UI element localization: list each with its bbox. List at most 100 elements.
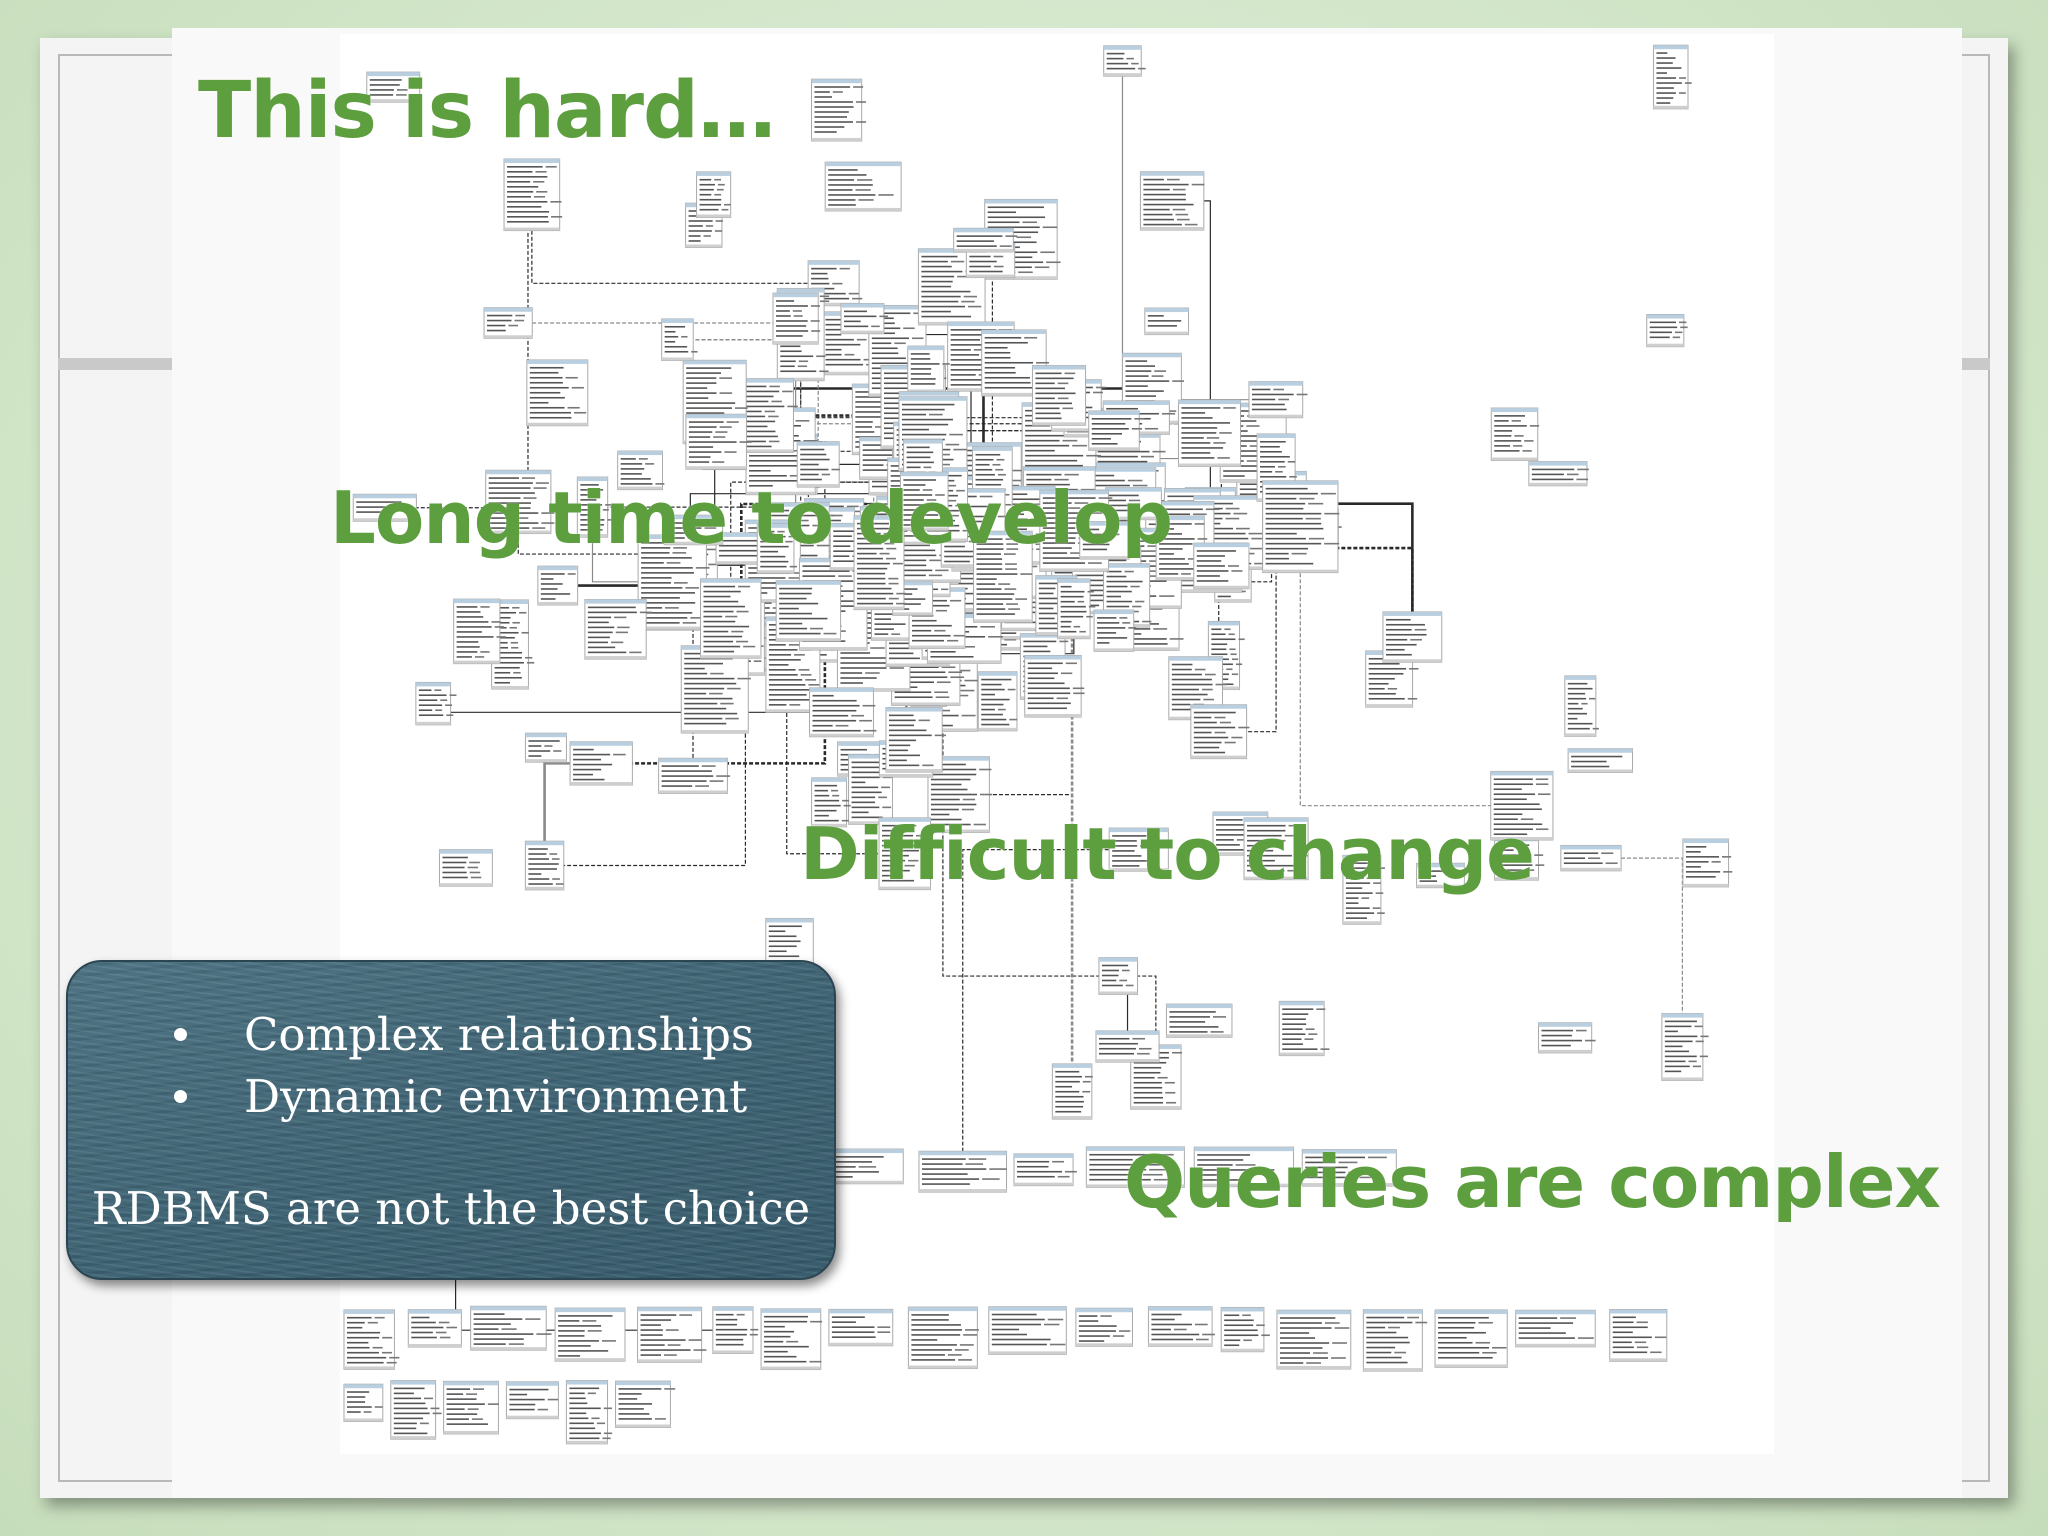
erd-table — [617, 450, 665, 491]
callout-bullet-text: Dynamic environment — [244, 1070, 748, 1123]
erd-table — [1652, 44, 1692, 110]
callout-conclusion: RDBMS are not the best choice — [91, 1182, 811, 1235]
erd-relationship-line — [786, 647, 905, 855]
erd-relationship-line — [384, 196, 529, 509]
erd-table — [811, 777, 851, 828]
slide-title: This is hard… — [198, 66, 776, 156]
erd-table — [685, 413, 752, 470]
erd-table — [1105, 487, 1162, 521]
erd-table — [352, 493, 417, 522]
overlay-long-time-to-develop: Long time to develop — [330, 476, 1173, 560]
erd-table — [1248, 381, 1308, 419]
erd-table — [1193, 1146, 1295, 1188]
erd-table — [1682, 838, 1733, 888]
erd-table — [878, 817, 935, 891]
erd-table — [537, 565, 579, 606]
bullet-dot-icon — [174, 1090, 187, 1103]
erd-table — [1609, 1308, 1668, 1362]
frame-right-line — [1988, 54, 1990, 1482]
erd-table — [1490, 407, 1540, 462]
erd-table — [407, 1309, 462, 1348]
erd-table — [1024, 654, 1085, 718]
erd-table — [1560, 844, 1622, 872]
callout-bullet-text: Complex relationships — [244, 1008, 754, 1061]
overlay-difficult-to-change: Difficult to change — [800, 812, 1535, 896]
erd-table — [760, 1308, 823, 1371]
erd-table — [584, 599, 653, 660]
erd-table — [1088, 410, 1145, 451]
erd-table — [1139, 171, 1205, 231]
erd-table — [907, 345, 950, 393]
erd-table — [918, 1150, 1008, 1193]
callout-box: Complex relationships Dynamic environmen… — [66, 960, 836, 1280]
erd-table — [756, 523, 797, 574]
overlay-queries-are-complex: Queries are complex — [1124, 1140, 1941, 1224]
erd-table — [526, 359, 589, 427]
erd-table — [343, 1383, 384, 1423]
erd-relationship-line — [962, 849, 1139, 1172]
erd-table — [1434, 1309, 1508, 1368]
erd-relationship-line — [1299, 526, 1522, 807]
erd-table — [1382, 611, 1443, 663]
erd-table — [1098, 957, 1139, 995]
erd-table — [1190, 704, 1250, 760]
erd-table — [1564, 675, 1599, 737]
erd-diagram-graphic — [343, 44, 1733, 1445]
erd-table — [1095, 1030, 1160, 1063]
erd-table — [1093, 609, 1137, 652]
erd-table — [953, 227, 1018, 253]
erd-table — [390, 1380, 442, 1440]
erd-table — [977, 671, 1018, 732]
erd-relationship-line — [531, 194, 834, 284]
erd-table — [680, 645, 751, 734]
erd-table — [973, 530, 1033, 623]
erd-table — [1193, 542, 1250, 590]
erd-table — [483, 307, 533, 339]
erd-table — [1490, 770, 1554, 841]
erd-table — [1075, 1307, 1133, 1347]
erd-table — [1165, 1003, 1233, 1038]
erd-table — [1276, 1309, 1352, 1370]
erd-table — [1057, 578, 1096, 640]
bullet-dot-icon — [174, 1028, 187, 1041]
erd-table — [343, 1309, 400, 1370]
erd-table — [828, 1308, 894, 1347]
frame-left-line — [58, 54, 60, 1482]
erd-table — [1085, 1146, 1185, 1188]
frame-right-tab — [1960, 358, 1990, 370]
erd-table — [485, 469, 555, 535]
erd-table — [1646, 314, 1688, 348]
erd-table — [712, 1306, 759, 1354]
erd-table — [453, 598, 506, 665]
erd-table — [696, 171, 732, 218]
erd-table — [1301, 1149, 1397, 1187]
erd-table — [503, 158, 563, 232]
erd-table — [1342, 854, 1385, 925]
erd-table — [1262, 480, 1340, 574]
erd-table — [565, 1380, 613, 1445]
erd-table — [988, 1306, 1067, 1355]
erd-table — [1243, 817, 1309, 881]
erd-table — [1661, 1013, 1709, 1081]
erd-table — [853, 515, 907, 611]
erd-table — [524, 732, 567, 763]
erd-table — [1177, 399, 1241, 468]
erd-table — [658, 757, 731, 794]
erd-table — [1108, 827, 1169, 872]
erd-table — [796, 441, 840, 488]
erd-table — [1147, 1306, 1215, 1347]
erd-table — [661, 318, 698, 361]
erd-table — [1013, 1153, 1077, 1187]
erd-diagram-image — [340, 34, 1774, 1454]
erd-table — [1362, 1309, 1428, 1372]
erd-table — [637, 1306, 707, 1363]
erd-table — [772, 292, 821, 345]
erd-table — [1567, 748, 1634, 773]
erd-table — [366, 71, 421, 103]
erd-table — [1031, 365, 1087, 426]
erd-table — [415, 681, 457, 726]
erd-table — [576, 476, 614, 538]
erd-table — [505, 1381, 559, 1420]
erd-table — [1103, 45, 1146, 77]
erd-table — [554, 1307, 626, 1362]
